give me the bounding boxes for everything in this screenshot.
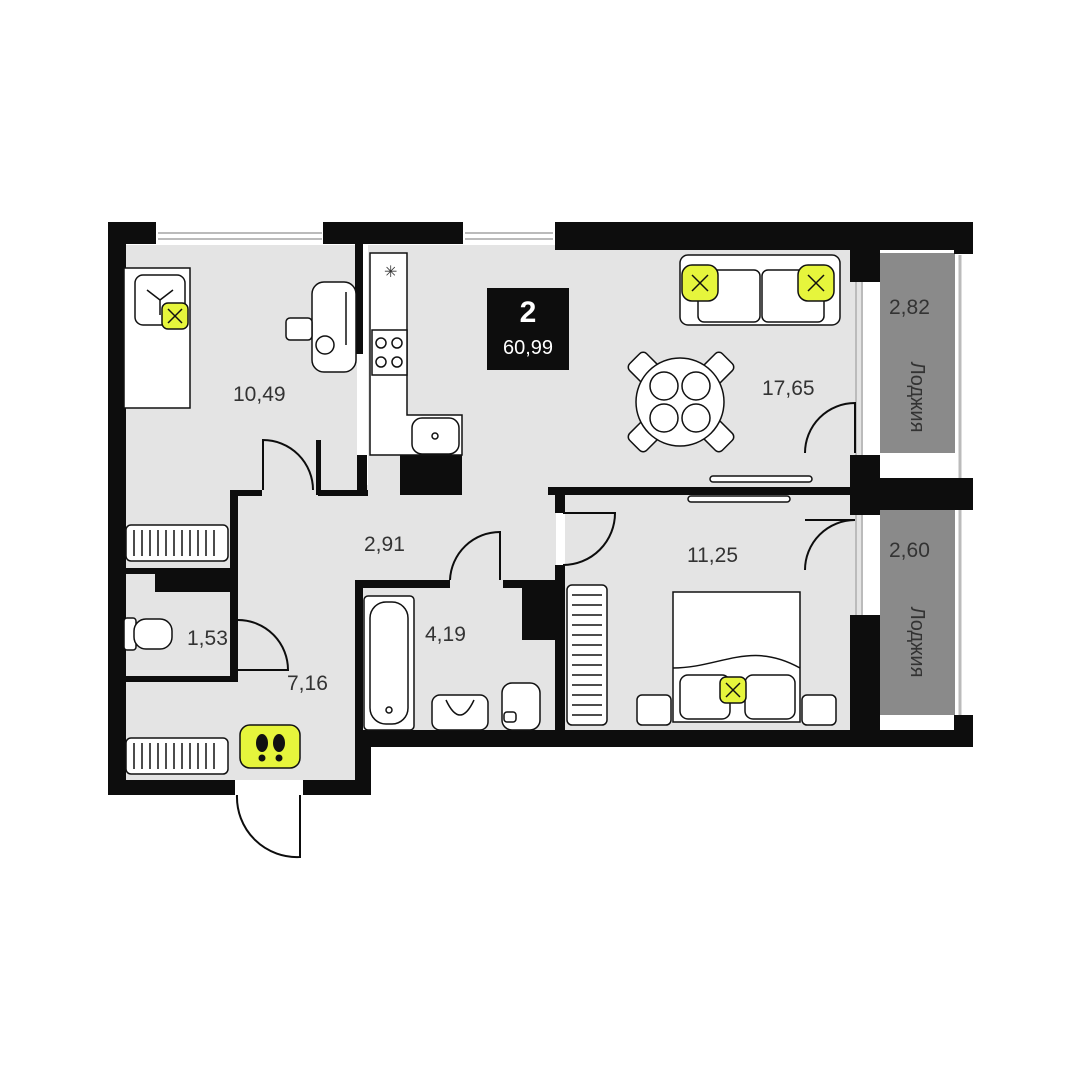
radiator-icon bbox=[125, 737, 229, 775]
floor-corridor bbox=[236, 485, 556, 595]
total-area: 60,99 bbox=[502, 337, 554, 359]
desk-chair bbox=[285, 281, 357, 373]
loggia-2-label: Лоджия bbox=[906, 606, 928, 678]
pillow-icon bbox=[719, 676, 747, 704]
bathtub-icon bbox=[363, 595, 415, 731]
svg-text:✳: ✳ bbox=[384, 262, 397, 281]
area-bathroom: 4,19 bbox=[425, 623, 466, 646]
pillow-icon bbox=[161, 302, 189, 330]
dining-table bbox=[627, 351, 735, 453]
area-corridor: 2,91 bbox=[364, 533, 405, 556]
area-bedroom-2: 11,25 bbox=[687, 544, 738, 567]
sink-icon bbox=[411, 417, 460, 455]
area-hallway: 7,16 bbox=[287, 672, 328, 695]
room-count: 2 bbox=[519, 296, 537, 329]
pillow-icon bbox=[681, 264, 835, 302]
area-living-kitchen: 17,65 bbox=[762, 377, 815, 400]
radiator-icon bbox=[566, 584, 608, 726]
loggia-2 bbox=[880, 510, 955, 715]
walls bbox=[108, 222, 973, 795]
apartment-badge: 2 60,99 bbox=[487, 288, 569, 370]
washer bbox=[501, 682, 541, 731]
loggia-1-area: 2,82 bbox=[889, 296, 930, 319]
stove-icon bbox=[371, 329, 408, 376]
kitchen-counter: ✳ bbox=[369, 252, 463, 456]
windows bbox=[158, 232, 863, 615]
sink-icon bbox=[431, 694, 489, 731]
bed-single bbox=[123, 267, 191, 409]
doors bbox=[235, 401, 856, 859]
area-wc: 1,53 bbox=[187, 627, 228, 650]
radiator-icon bbox=[125, 524, 229, 562]
wardrobe-rail bbox=[687, 475, 813, 503]
area-bedroom-1: 10,49 bbox=[233, 383, 286, 406]
entrance-footprints-icon bbox=[239, 724, 301, 769]
loggia-1-label: Лоджия bbox=[906, 361, 928, 433]
loggia-2-area: 2,60 bbox=[889, 539, 930, 562]
toilet-icon bbox=[123, 617, 173, 651]
loggia-1 bbox=[880, 253, 955, 453]
